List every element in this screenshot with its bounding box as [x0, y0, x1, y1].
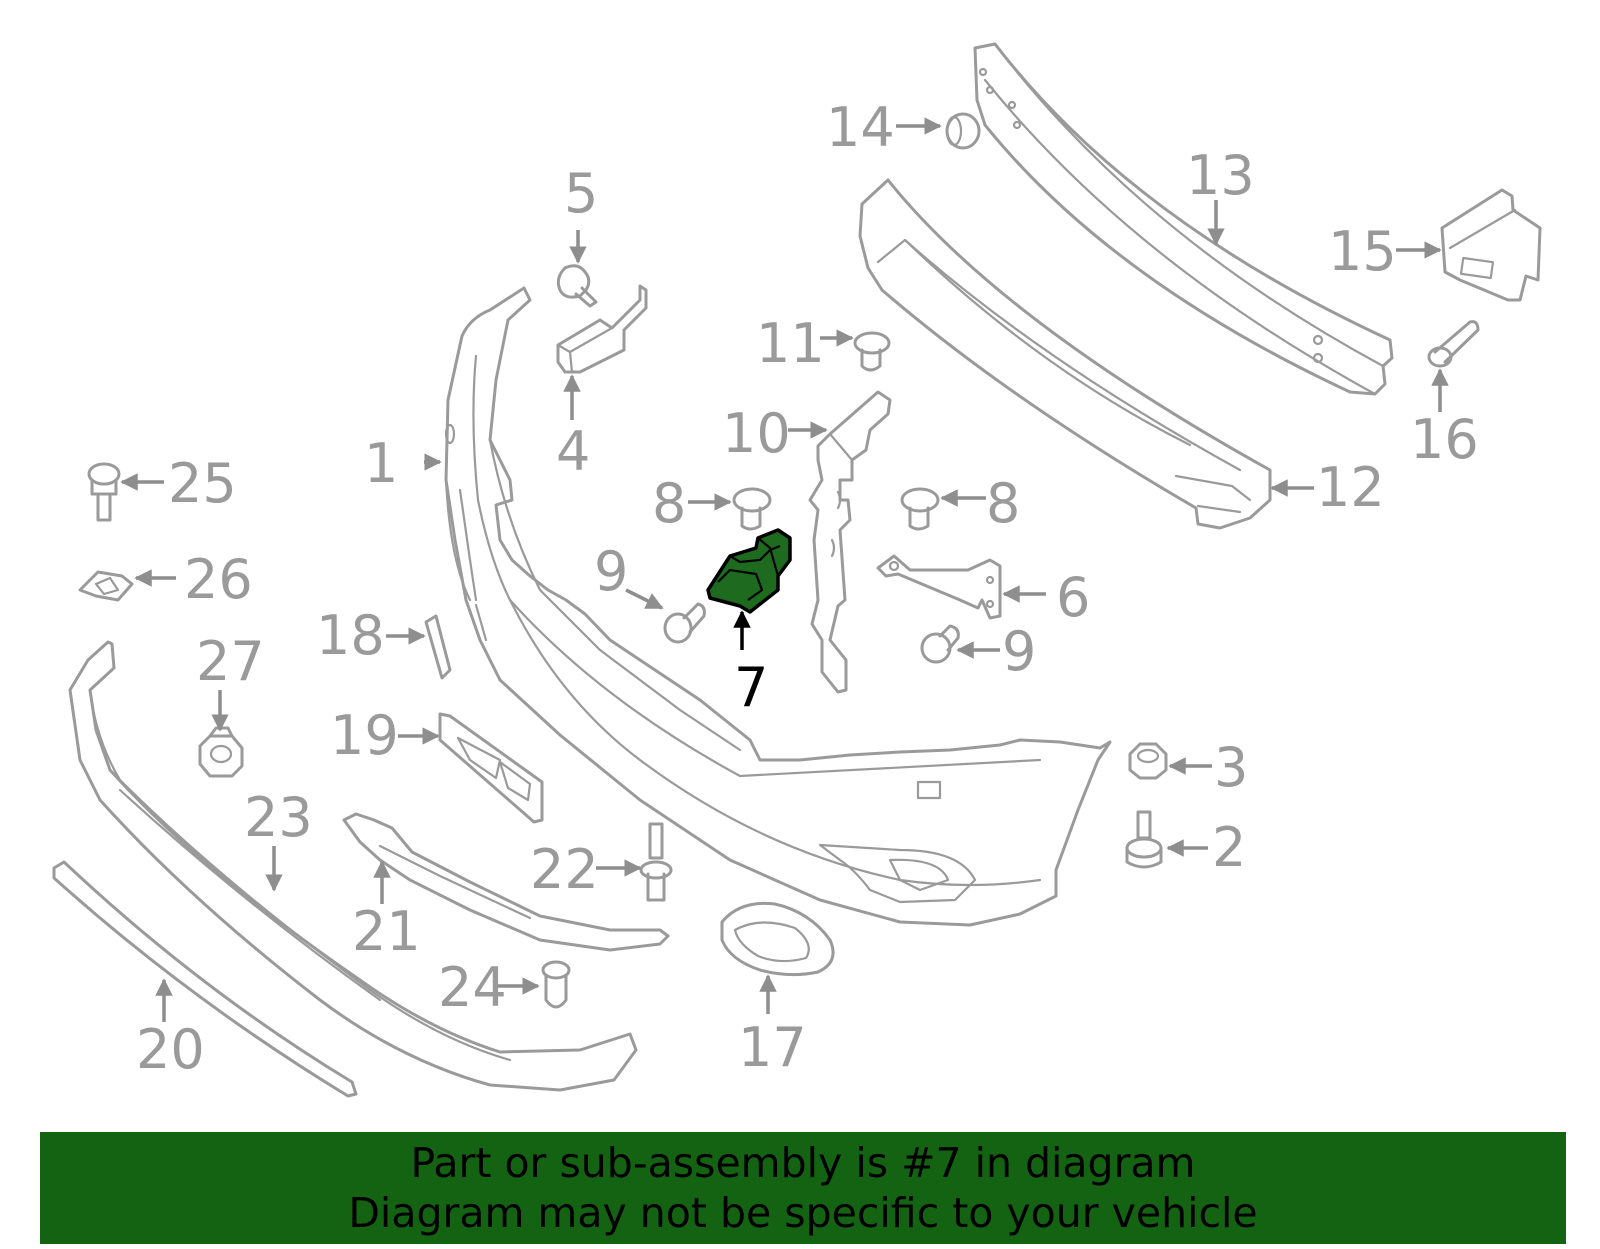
part-12-energy-absorber: [858, 178, 1272, 530]
callout-16: 16: [1410, 408, 1479, 471]
callout-18: 18: [316, 604, 385, 667]
callout-8-right: 8: [986, 472, 1020, 535]
banner-line-2: Diagram may not be specific to your vehi…: [348, 1189, 1258, 1237]
callout-19: 19: [330, 704, 399, 767]
part-21-strip: [342, 812, 670, 952]
callout-8-left: 8: [652, 472, 686, 535]
part-17-fog-bezel: [720, 901, 835, 977]
part-22-clip: [639, 822, 673, 902]
callout-1: 1: [364, 432, 398, 495]
part-3-nut: [1128, 742, 1168, 780]
part-19-bracket: [438, 712, 544, 824]
callout-20: 20: [136, 1018, 205, 1081]
part-8-screw-right: [900, 487, 940, 531]
callout-26: 26: [184, 548, 253, 611]
callout-21: 21: [352, 900, 421, 963]
callout-15: 15: [1328, 220, 1397, 283]
info-banner: Part or sub-assembly is #7 in diagram Di…: [40, 1132, 1566, 1244]
part-27-nut: [198, 726, 244, 778]
callout-4: 4: [556, 420, 590, 483]
callout-6: 6: [1056, 566, 1090, 629]
callout-23: 23: [244, 786, 313, 849]
leader-arrows: [120, 117, 1449, 1022]
callout-11: 11: [756, 312, 825, 375]
callout-27: 27: [196, 630, 265, 693]
part-11-screw: [853, 331, 891, 372]
part-1-bumper-cover: [444, 286, 1112, 927]
callout-labels: 1 2 3 4 5 6 7 8 8 9 9 10 11 12 13 14 15 …: [136, 96, 1479, 1081]
callout-25: 25: [168, 452, 237, 515]
part-9-screw-right: [920, 624, 960, 664]
callout-14: 14: [826, 96, 895, 159]
part-13-bumper-reinforcement: [973, 42, 1394, 396]
callout-10: 10: [722, 402, 791, 465]
callout-13: 13: [1186, 144, 1255, 207]
part-18-reflector: [424, 614, 452, 680]
part-6-bracket: [876, 554, 1002, 620]
part-4-bracket: [556, 284, 648, 374]
callout-17: 17: [738, 1016, 807, 1079]
callout-12: 12: [1316, 456, 1385, 519]
callout-5: 5: [564, 162, 598, 225]
part-20-molding: [52, 860, 358, 1098]
part-23-lower-lip: [68, 640, 638, 1092]
part-8-screw-left: [732, 487, 772, 531]
part-7-bracket-highlighted: [706, 528, 792, 614]
callout-7: 7: [734, 656, 768, 719]
part-5-clip: [556, 264, 598, 308]
part-9-screw-left: [663, 602, 706, 644]
part-25-bolt: [87, 462, 121, 522]
callout-22: 22: [530, 838, 599, 901]
callout-2: 2: [1212, 816, 1246, 879]
part-15-bracket: [1440, 188, 1542, 302]
part-10-side-bracket: [808, 390, 892, 694]
part-14-cap: [945, 112, 981, 150]
part-16-bolt: [1427, 320, 1480, 368]
callout-3: 3: [1214, 736, 1248, 799]
callout-9-left: 9: [594, 540, 628, 603]
part-2-bolt: [1125, 810, 1163, 869]
callout-9-right: 9: [1002, 620, 1036, 683]
banner-line-1: Part or sub-assembly is #7 in diagram: [410, 1139, 1196, 1187]
part-26-clip-nut: [78, 570, 134, 602]
part-24-clip: [541, 960, 571, 1009]
callout-24: 24: [438, 956, 507, 1019]
